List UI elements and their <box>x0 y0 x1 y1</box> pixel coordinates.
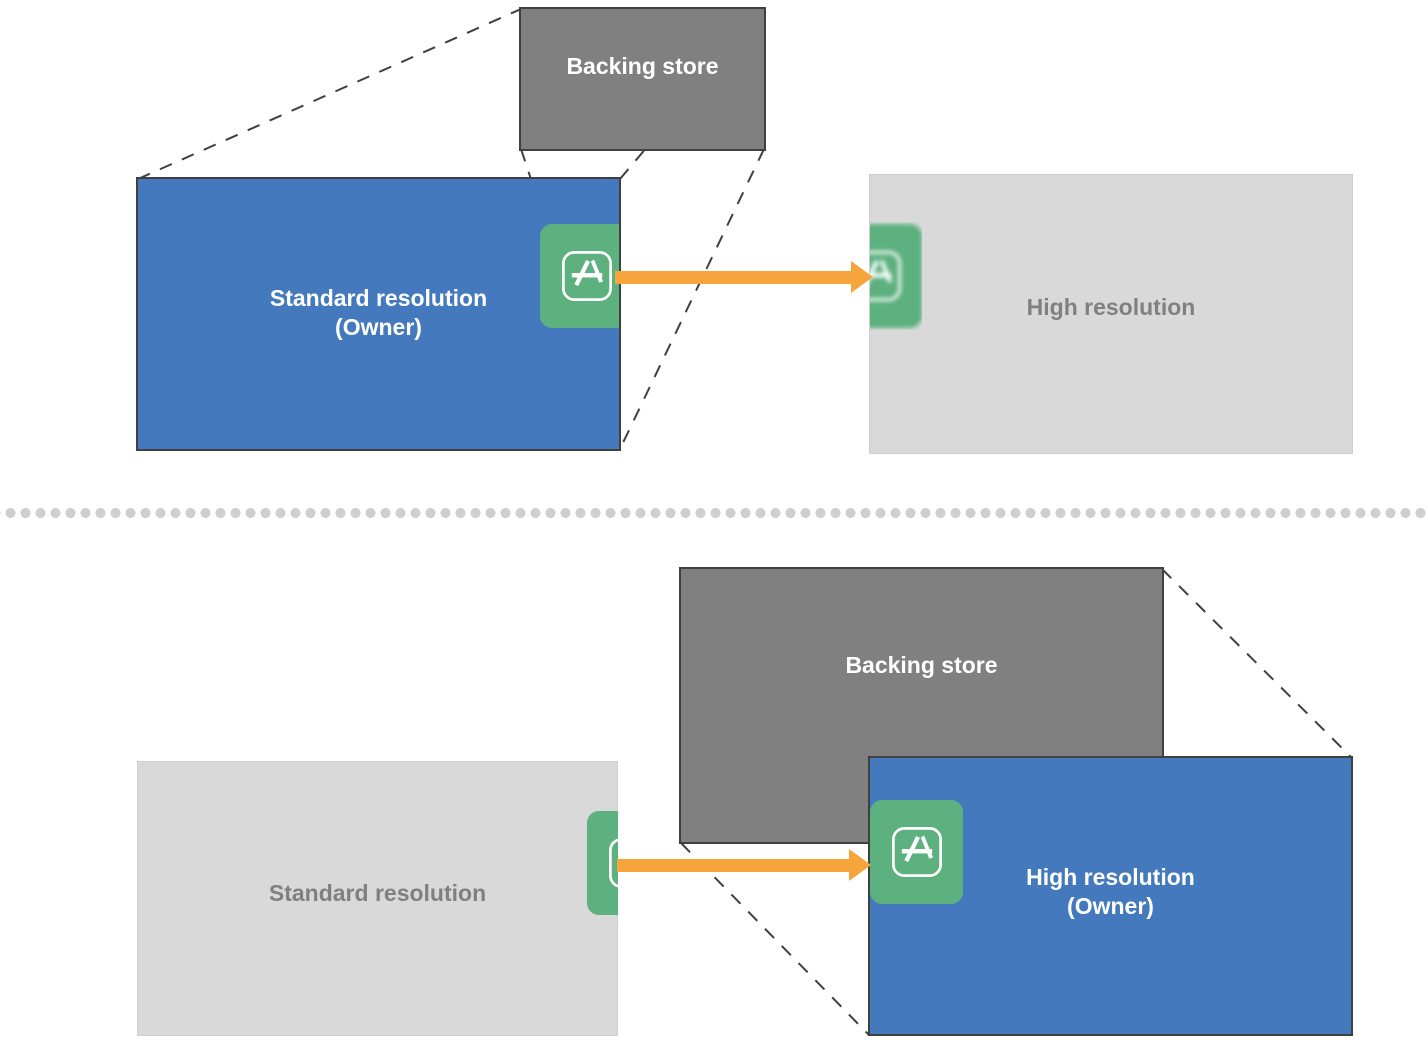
arrow-shaft <box>615 271 853 284</box>
high-resolution-owner-label: High resolution (Owner) <box>1026 864 1195 920</box>
app-store-glyph <box>562 251 612 301</box>
app-store-icon-bottom-source <box>587 811 618 915</box>
app-store-glyph <box>870 251 901 301</box>
app-store-glyph <box>609 838 618 888</box>
app-store-icon-top-source <box>540 224 619 328</box>
projection-line-bottom-right <box>619 148 765 450</box>
projection-line-top-left <box>137 8 522 180</box>
app-store-icon-top-target-clip <box>870 222 922 330</box>
arrow-head <box>849 849 871 881</box>
app-store-icon-top-target <box>870 224 922 328</box>
standard-resolution-mirror-label: Standard resolution <box>268 880 487 906</box>
high-resolution-mirror-surface: High resolution <box>869 174 1353 454</box>
arrow-shaft <box>617 859 851 872</box>
app-store-icon-bottom-target-clip <box>870 800 964 906</box>
standard-resolution-owner-label: Standard resolution (Owner) <box>269 285 488 341</box>
backing-store-bottom-label: Backing store <box>845 652 998 678</box>
projection-line-b-top-right <box>1161 568 1353 759</box>
scenario-divider <box>0 508 1428 518</box>
app-store-icon-bottom-target <box>870 800 963 904</box>
app-store-icon-bottom-source-clip <box>587 811 618 915</box>
high-resolution-mirror-label: High resolution <box>1026 294 1196 320</box>
backing-store-top-label: Backing store <box>566 53 719 79</box>
backing-store-top: Backing store <box>519 7 766 151</box>
app-store-glyph <box>892 827 942 877</box>
arrow-head <box>851 261 873 293</box>
standard-resolution-mirror-surface: Standard resolution <box>137 761 618 1036</box>
app-store-icon-top-source-clip <box>540 224 619 328</box>
